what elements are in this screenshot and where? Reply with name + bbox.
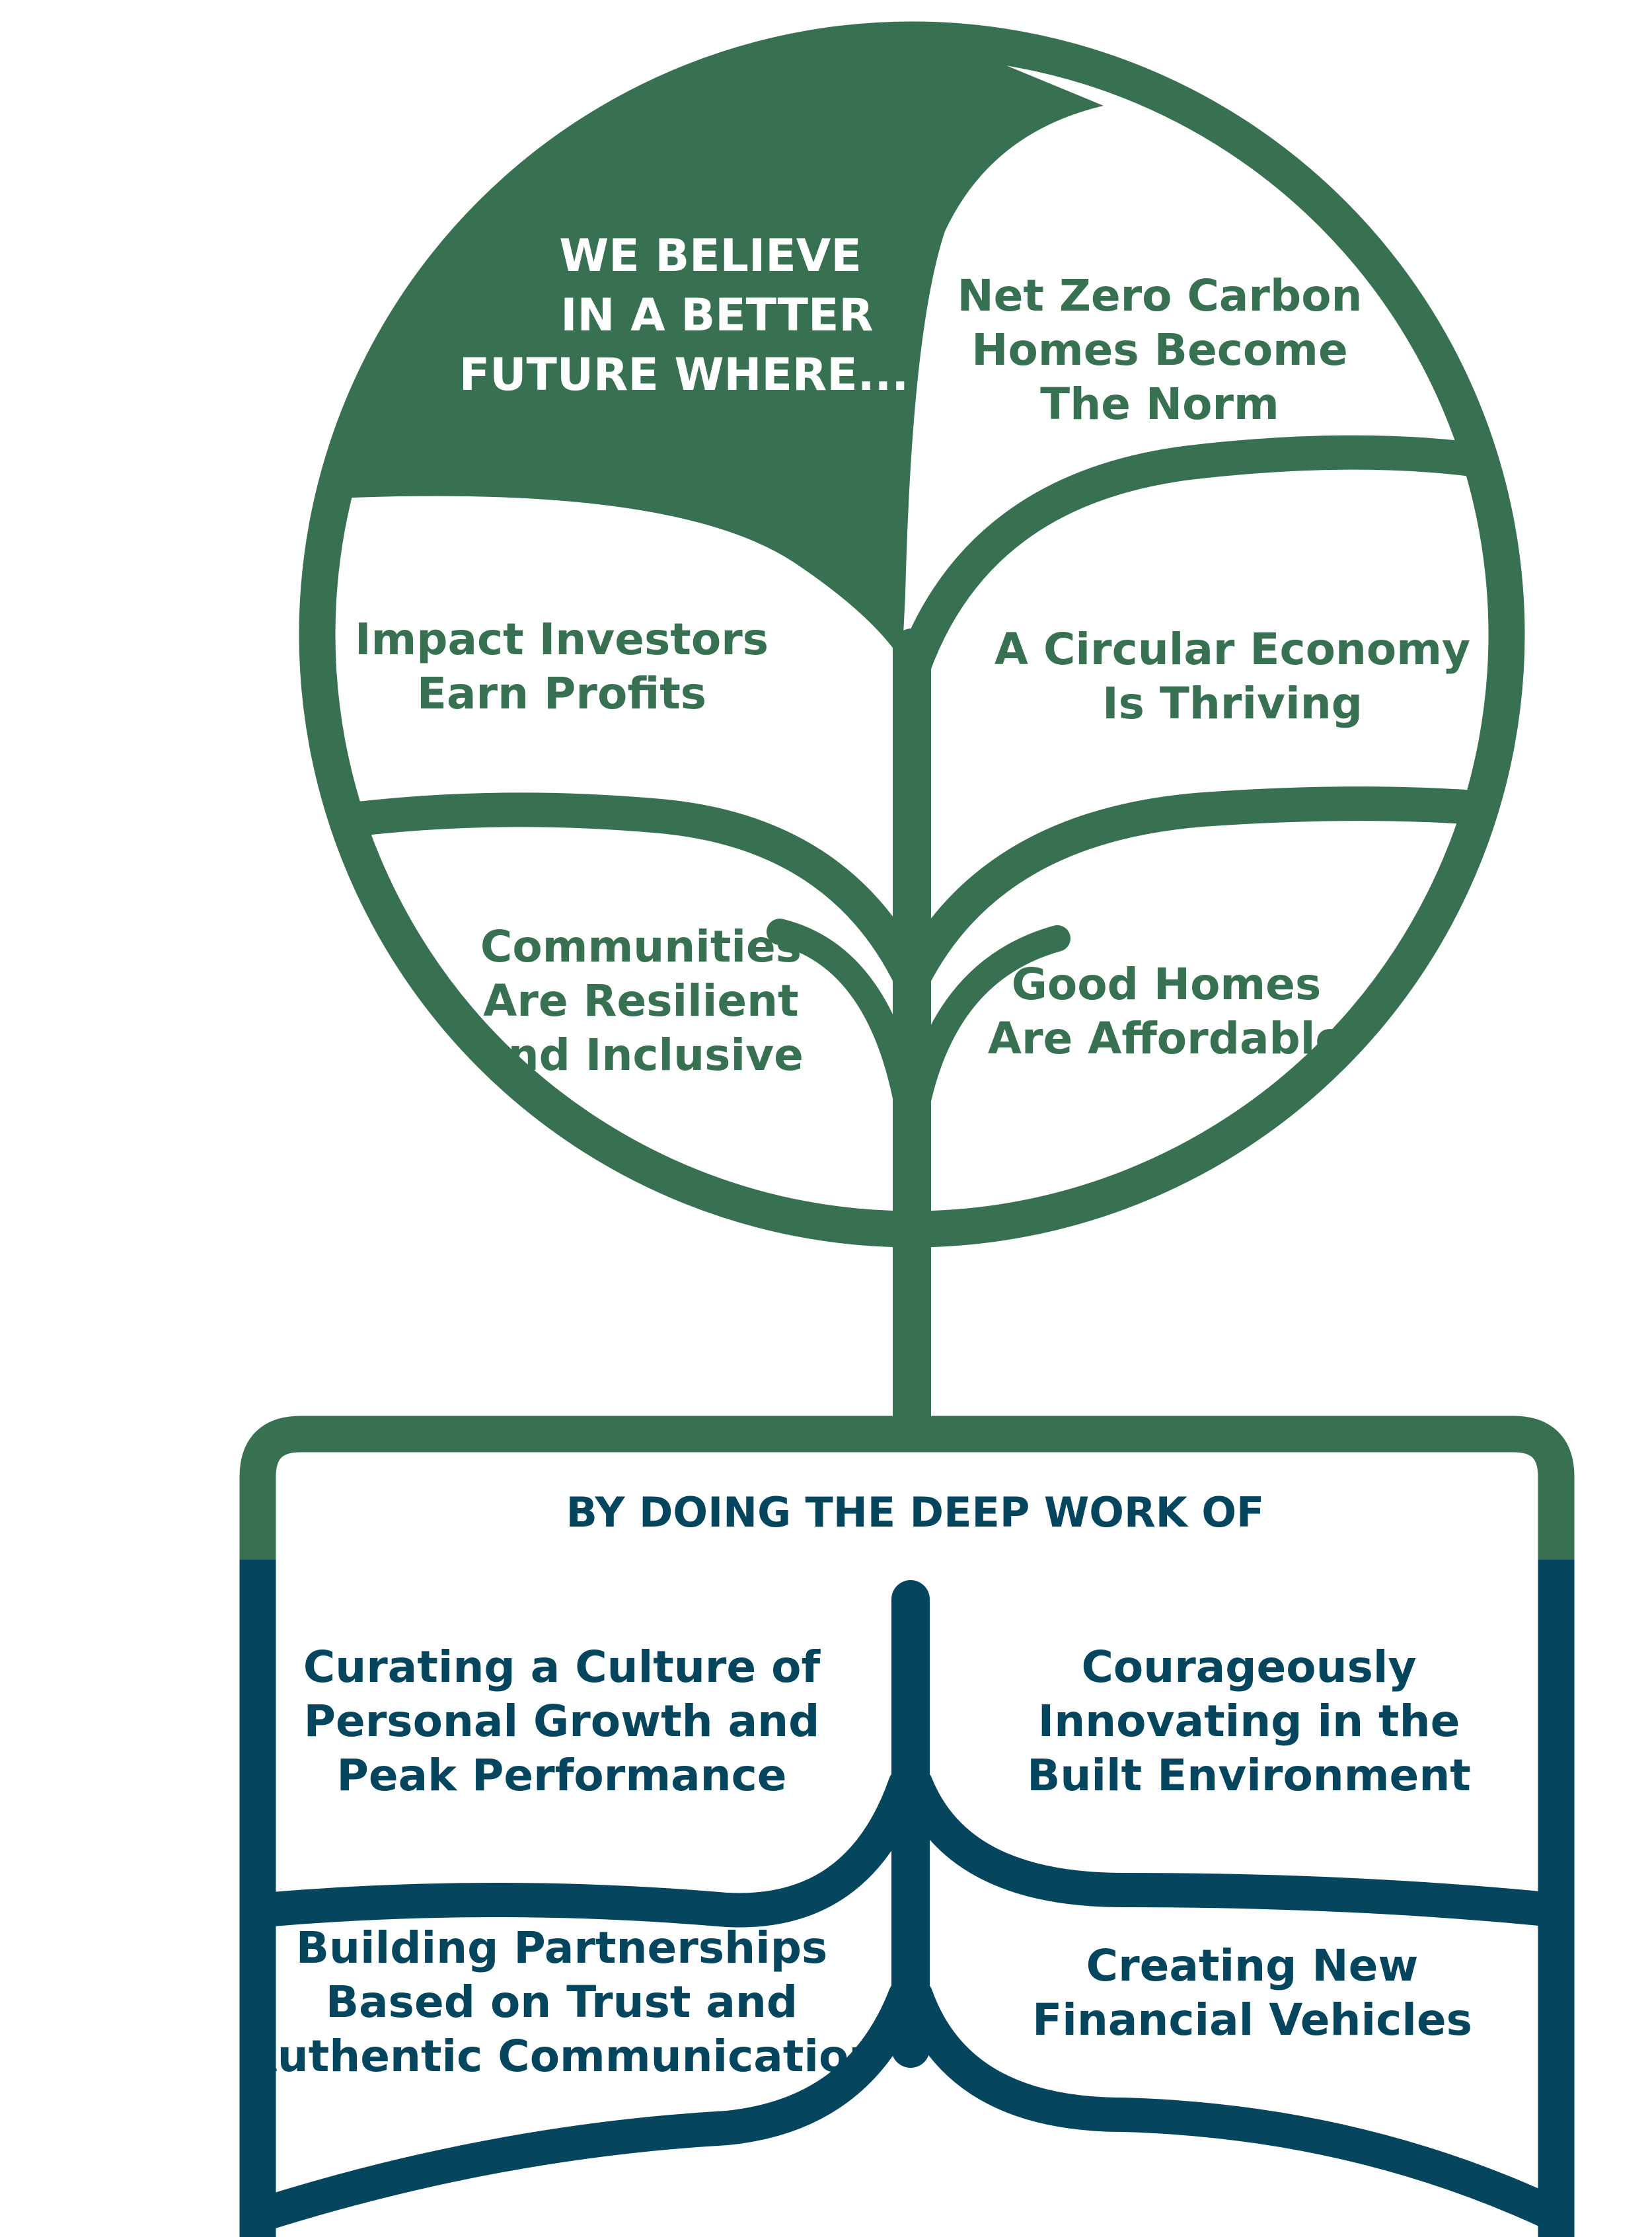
canopy-heading: WE BELIEVE IN A BETTER FUTURE WHERE... [459, 230, 909, 401]
svg-text:Peak Performance: Peak Performance [336, 1750, 786, 1801]
svg-text:Homes Become: Homes Become [971, 324, 1347, 375]
svg-text:Courageously: Courageously [1081, 1642, 1416, 1692]
branch-good-homes [900, 925, 1070, 1137]
svg-text:Net Zero Carbon: Net Zero Carbon [957, 270, 1362, 321]
svg-text:A Circular Economy: A Circular Economy [995, 624, 1470, 675]
branch-impact [767, 919, 924, 1137]
heading-line-3: FUTURE WHERE... [459, 349, 909, 401]
leaf-impact-investors: Impact Investors Earn Profits [355, 614, 769, 719]
svg-text:Personal Growth and: Personal Growth and [304, 1696, 820, 1747]
svg-text:and Inclusive: and Inclusive [478, 1030, 804, 1081]
svg-text:Are Resilient: Are Resilient [483, 975, 798, 1026]
root-item-culture: Curating a Culture of Personal Growth an… [303, 1642, 821, 1801]
roots-frame-top [239, 1416, 1575, 1560]
svg-text:Curating a Culture of: Curating a Culture of [303, 1642, 821, 1692]
roots-heading: BY DOING THE DEEP WORK OF [566, 1488, 1265, 1536]
svg-text:The Norm: The Norm [1040, 379, 1279, 430]
root-item-partnerships: Building Partnerships Based on Trust and… [244, 1922, 880, 2082]
branch-communities [317, 792, 928, 995]
svg-text:Based on Trust and: Based on Trust and [326, 1977, 798, 2028]
svg-text:Is Thriving: Is Thriving [1102, 678, 1363, 729]
root-innovating [899, 1767, 1556, 1927]
heading-line-2: IN A BETTER [560, 289, 874, 342]
root-item-innovating: Courageously Innovating in the Built Env… [1027, 1642, 1471, 1801]
svg-text:Built Environment: Built Environment [1027, 1750, 1471, 1801]
svg-text:Financial Vehicles: Financial Vehicles [1032, 1994, 1472, 2045]
root-item-financial: Creating New Financial Vehicles [1032, 1940, 1472, 2045]
svg-text:Building Partnerships: Building Partnerships [296, 1922, 828, 1973]
svg-text:Creating New: Creating New [1086, 1940, 1419, 1991]
svg-text:Communities: Communities [480, 921, 802, 972]
heading-line-1: WE BELIEVE [559, 230, 862, 282]
root-partnerships [258, 1979, 922, 2231]
leaf-net-zero: Net Zero Carbon Homes Become The Norm [957, 270, 1362, 430]
svg-text:Authentic Communication: Authentic Communication [244, 2031, 880, 2082]
tree-canopy [299, 21, 1525, 1437]
branch-net-zero [896, 435, 1507, 685]
root-culture [258, 1767, 922, 1928]
leaf-communities: Communities Are Resilient and Inclusive [478, 921, 804, 1081]
root-financial [899, 1979, 1556, 2231]
branch-circular [896, 786, 1507, 995]
svg-text:Earn Profits: Earn Profits [417, 668, 706, 719]
roots-box [239, 1416, 1575, 2237]
svg-text:Are Affordable: Are Affordable [988, 1013, 1345, 1064]
svg-text:Innovating in the: Innovating in the [1038, 1696, 1460, 1747]
svg-text:Good Homes: Good Homes [1012, 959, 1321, 1010]
svg-text:Impact Investors: Impact Investors [355, 614, 769, 665]
leaf-circular-economy: A Circular Economy Is Thriving [995, 624, 1470, 729]
leaf-good-homes: Good Homes Are Affordable [988, 959, 1345, 1064]
